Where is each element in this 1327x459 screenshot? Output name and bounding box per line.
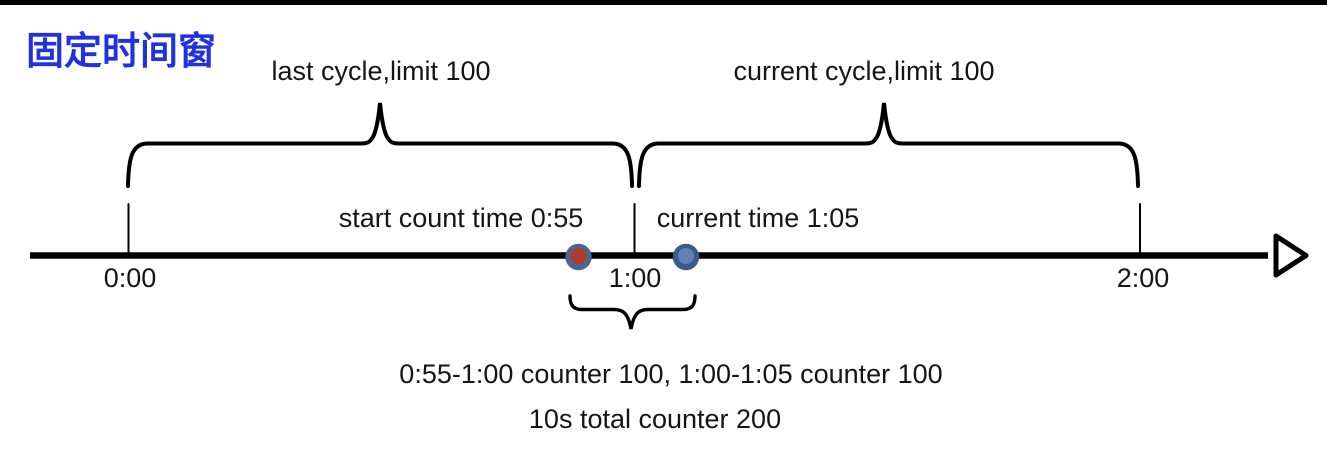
summary-counter-line: 0:55-1:00 counter 100, 1:00-1:05 counter… xyxy=(399,359,943,389)
timeline-arrowhead-icon xyxy=(1273,233,1309,278)
overbrace-current-cycle xyxy=(637,102,1140,188)
label-start-count-time: start count time 0:55 xyxy=(338,203,584,233)
page-title: 固定时间窗 xyxy=(26,31,217,73)
label-last-cycle: last cycle,limit 100 xyxy=(271,56,491,86)
label-current-time: current time 1:05 xyxy=(656,203,860,233)
marker-current-time-core xyxy=(678,248,694,264)
tick-label-1-00: 1:00 xyxy=(608,263,662,293)
marker-start-count-core xyxy=(570,248,587,264)
summary-total-line: 10s total counter 200 xyxy=(528,404,782,434)
marker-start-count-dot xyxy=(565,243,592,271)
marker-current-time-dot xyxy=(672,243,700,271)
underbrace-counter-window xyxy=(568,294,697,330)
label-current-cycle: current cycle,limit 100 xyxy=(733,56,995,86)
tick-label-0-00: 0:00 xyxy=(103,263,157,293)
tick-label-2-00: 2:00 xyxy=(1116,263,1170,293)
overbrace-last-cycle xyxy=(126,102,634,188)
